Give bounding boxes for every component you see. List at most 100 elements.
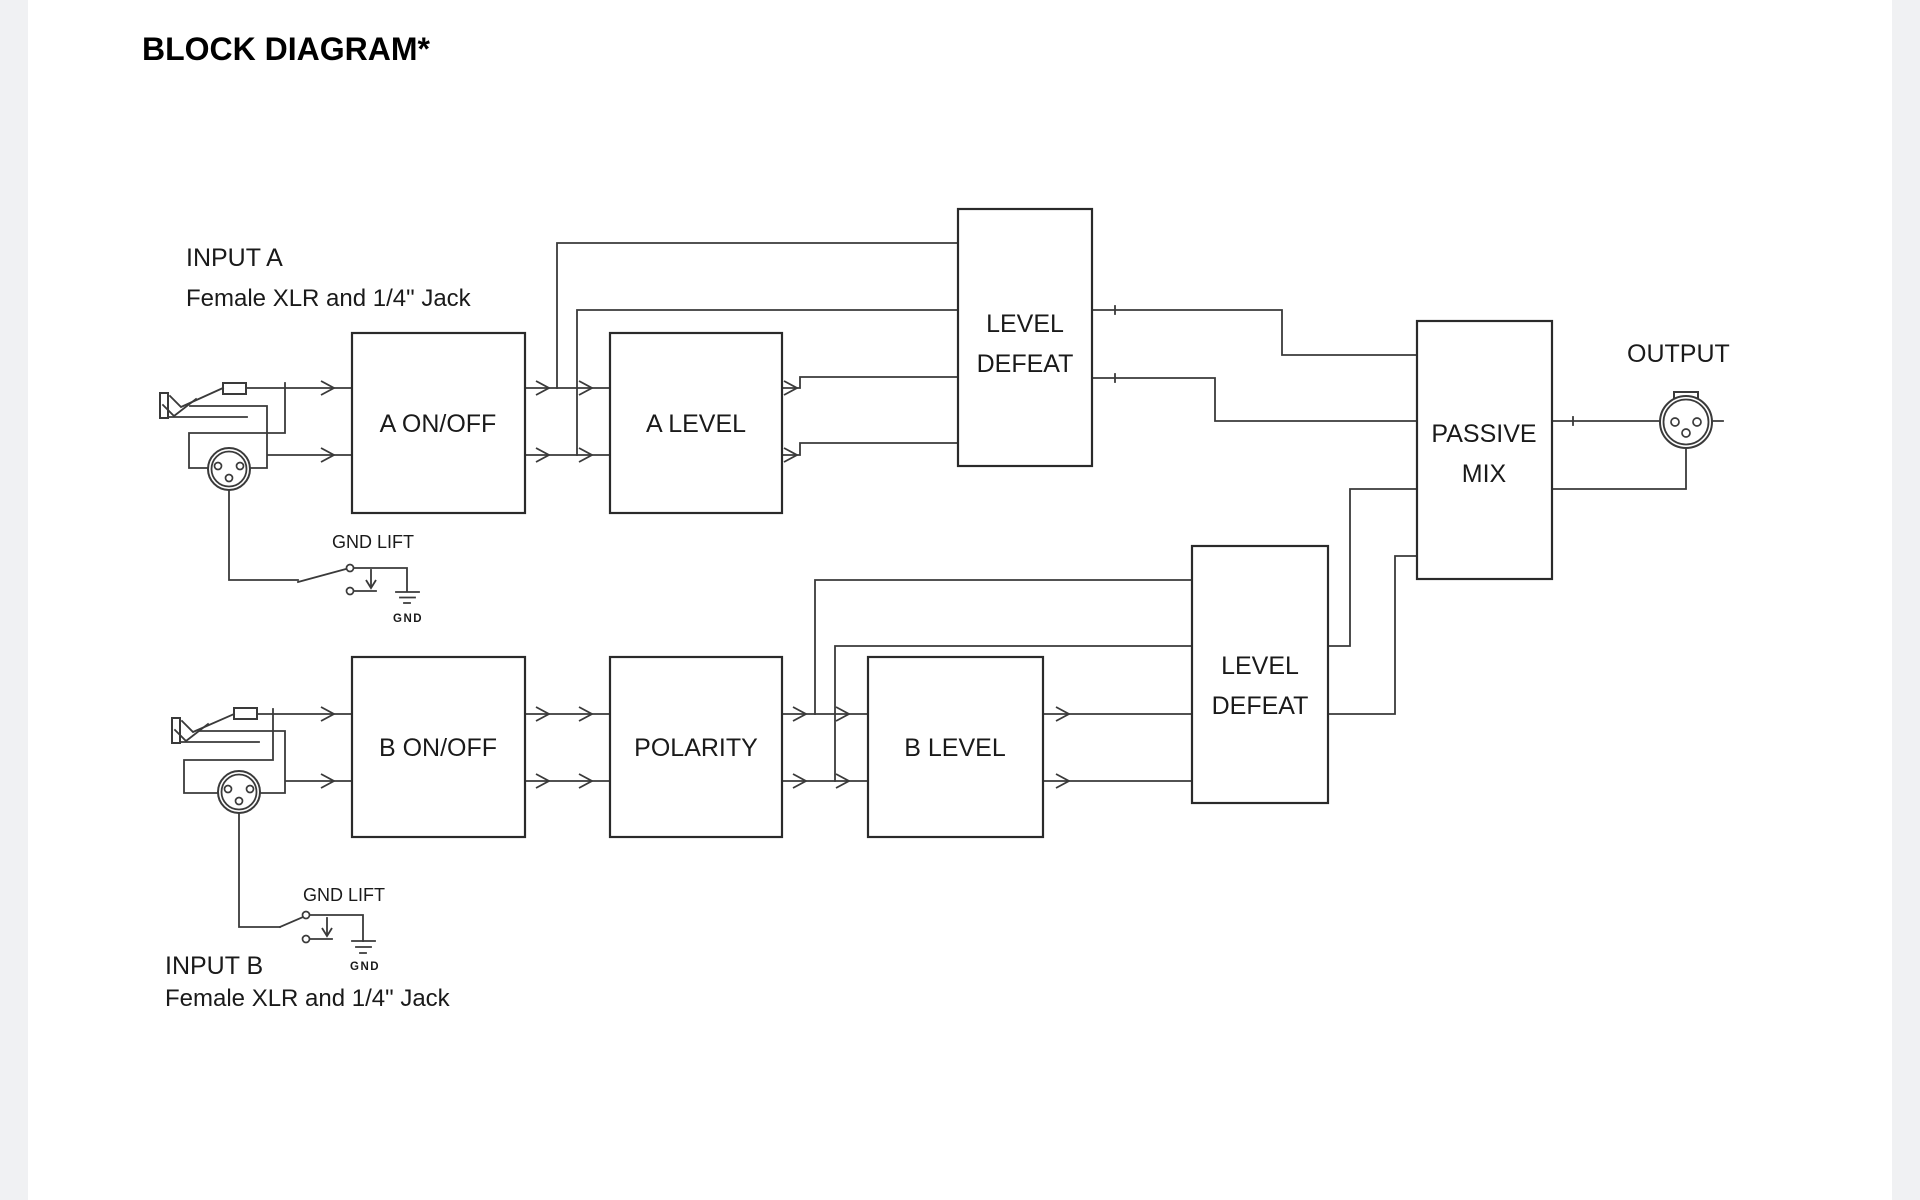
input-b-connector-note: Female XLR and 1/4" Jack [165,985,451,1012]
wire-b-polarity-to-level [781,713,869,782]
arrow-icon [835,773,851,789]
xlr-pin [223,784,233,794]
wires-channel-a [167,242,1418,469]
jack-spring-contact [173,722,210,743]
gnd-lift-a-label: GND LIFT [332,532,414,552]
wire-b-xlr-right [199,730,353,794]
wire-b-bypass-top [814,579,1193,715]
wire-a-bypass-top [556,242,959,389]
gnd-b-label: GND [350,961,380,973]
input-a-connector-note: Female XLR and 1/4" Jack [186,285,472,312]
wire-a-defeat-to-mix-1 [1091,309,1418,356]
arrow-icon [320,773,336,789]
wire-b-defeat-to-mix-1 [1327,488,1418,647]
xlr-pin [234,796,244,806]
gnd-lift-switch-b: GND LIFT GND [238,812,385,973]
block-a-level-label: A LEVEL [646,410,746,438]
arrow-icon [835,706,851,722]
switch-contact [345,586,355,596]
xlr-female-input-a-icon [207,447,251,491]
arrow-icon [535,773,551,789]
block-passive-mix-label-line1: PASSIVE [1431,420,1536,448]
switch-blade [278,915,305,929]
arrow-icon [783,447,799,463]
page-margin-left [0,0,28,1200]
xlr-female-input-b-icon [217,770,261,814]
switch-contact [345,563,355,573]
channel-a: INPUT A Female XLR and 1/4" Jack [159,242,1418,625]
block-a-level [608,331,784,515]
xlr-output-icon [1659,391,1713,449]
down-arrow-icon [321,927,333,938]
block-level-defeat-a-label-line1: LEVEL [986,310,1064,338]
block-passive-mix [1415,319,1554,581]
block-level-defeat-b-label-line1: LEVEL [1221,652,1299,680]
wire-output-return [1551,436,1687,490]
wire-a-xlr-right [189,405,353,469]
arrow-icon [320,706,336,722]
gnd-a-label: GND [393,613,423,625]
gnd-lift-switch-a: GND LIFT GND [228,489,423,625]
wire-a-level-to-defeat [781,376,959,456]
quarter-inch-jack-a-icon [159,382,247,419]
block-level-defeat-b [1190,544,1330,805]
input-a-label: INPUT A [186,244,283,272]
arrow-icon [578,706,594,722]
block-a-on-off-label: A ON/OFF [380,410,497,438]
arrow-icon [320,380,336,396]
ground-bars [351,940,376,954]
block-polarity [608,655,784,839]
block-b-level [866,655,1045,839]
arrowheads-channel-a [320,380,799,463]
jack-tip-terminal [233,707,258,720]
ground-bars [395,591,420,604]
arrow-icon [792,773,808,789]
ground-b-icon [351,940,376,954]
wire-b-onoff-to-polarity [524,713,611,782]
jack-spring-contact [180,712,236,734]
switch-ground-wire [309,914,364,942]
block-polarity-label: POLARITY [634,734,758,762]
page-title: BLOCK DIAGRAM* [142,31,431,67]
arrowheads-channel-b [320,706,1071,789]
arrow-icon [578,773,594,789]
block-level-defeat-a [956,207,1094,468]
jack-spring-contact [161,397,198,418]
arrow-icon [535,447,551,463]
arrow-icon [1055,773,1071,789]
block-a-on-off [350,331,527,515]
xlr-pin [235,461,245,471]
output-section: OUTPUT [1551,340,1730,490]
page-margin-right [1892,0,1920,1200]
jack-spring-contact [168,386,225,409]
xlr-pin [1692,417,1702,427]
switch-ground-wire [353,567,408,592]
ground-a-icon [395,591,420,604]
block-level-defeat-a-label-line2: DEFEAT [977,350,1074,378]
xlr-inner-ring [1662,398,1710,446]
wires-channel-b [179,488,1418,794]
switch-blade [296,567,348,584]
jack-tip-terminal [222,382,247,395]
input-b-label: INPUT B [165,952,263,980]
switch-contact [301,910,311,920]
xlr-inner-ring [220,773,258,811]
xlr-inner-ring [210,450,248,488]
xlr-pin [245,784,255,794]
block-b-on-off [350,655,527,839]
block-level-defeat-b-label-line2: DEFEAT [1212,692,1309,720]
block-passive-mix-label-line2: MIX [1462,460,1507,488]
wire-b-defeat-to-mix-2 [1327,555,1418,715]
arrow-icon [792,706,808,722]
arrow-icon [535,706,551,722]
wire-a-onoff-to-level [524,387,611,456]
arrow-icon [1055,706,1071,722]
xlr-outer-ring [207,447,251,491]
arrow-icon [783,380,799,396]
xlr-outer-ring [217,770,261,814]
xlr-pin [213,461,223,471]
arrow-icon [535,380,551,396]
blocks: A ON/OFF A LEVEL LEVEL DEFEAT PASSIVE MI… [350,207,1554,839]
